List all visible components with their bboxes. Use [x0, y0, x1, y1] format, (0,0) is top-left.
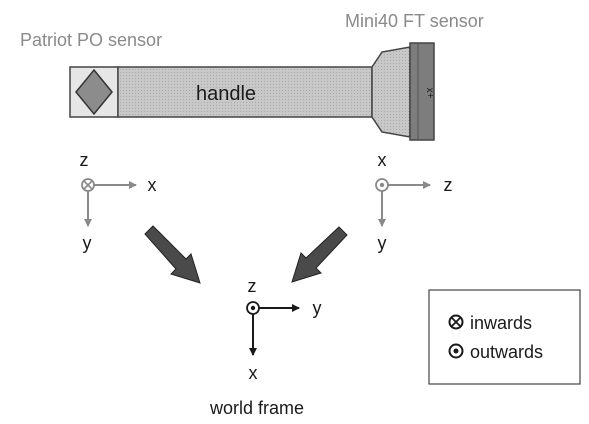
legend: inwards outwards	[428, 289, 581, 385]
x-plus-label: x+	[424, 88, 435, 99]
world-frame-y-label: y	[313, 298, 322, 318]
patriot-sensor-label: Patriot PO sensor	[20, 30, 162, 50]
mini40-sensor-body	[371, 46, 411, 138]
legend-inwards-label: inwards	[470, 313, 532, 333]
world-frame-x-label: x	[249, 363, 258, 383]
world-frame: z y x world frame	[209, 276, 322, 418]
legend-box	[428, 289, 581, 385]
ft-sensor-band	[409, 42, 435, 141]
handle-body	[117, 66, 373, 118]
mini40-frame-y-label: y	[378, 233, 387, 253]
handle-label: handle	[196, 83, 256, 105]
mini40-to-world-arrow	[291, 226, 348, 283]
patriot-frame-y-label: y	[83, 233, 92, 253]
legend-outwards-label: outwards	[470, 342, 543, 362]
world-frame-caption: world frame	[209, 398, 304, 418]
patriot-sensor-diamond	[75, 68, 113, 116]
handle-assembly: handle x+	[69, 42, 435, 141]
patriot-frame-x-label: x	[148, 175, 157, 195]
mini40-frame: x z y	[375, 150, 453, 253]
mini40-frame-x-label: x	[378, 150, 387, 170]
mini40-sensor-label: Mini40 FT sensor	[345, 11, 484, 31]
mini40-frame-z-label: z	[444, 175, 453, 195]
patriot-frame-z-label: z	[80, 150, 89, 170]
patriot-to-world-arrow	[144, 225, 201, 284]
world-frame-z-label: z	[248, 276, 257, 296]
patriot-frame: z x y	[80, 150, 157, 253]
